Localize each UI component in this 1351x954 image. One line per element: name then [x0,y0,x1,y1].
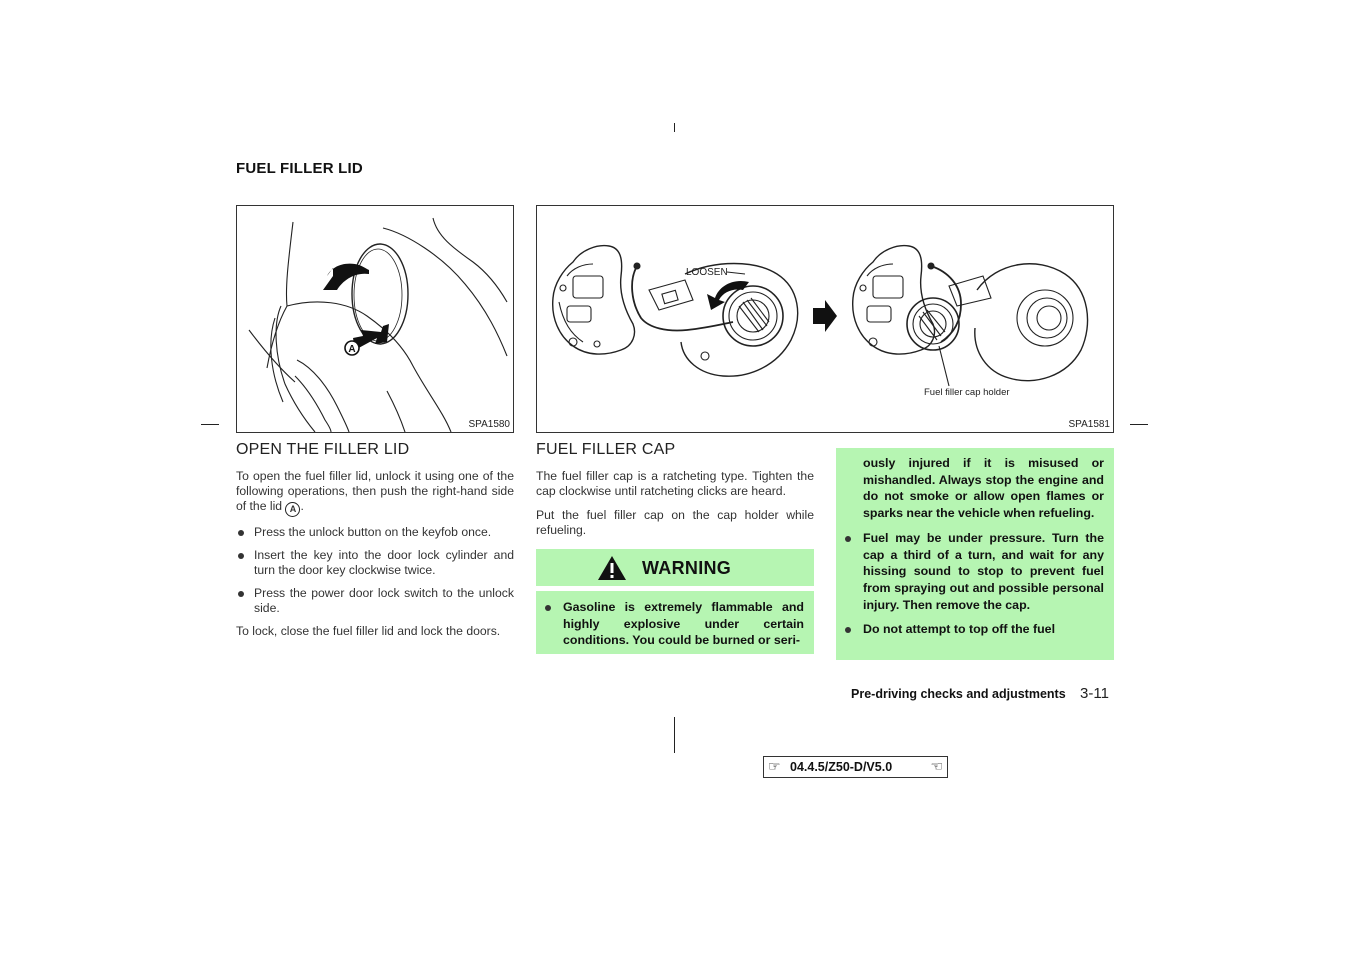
open-lid-heading: OPEN THE FILLER LID [236,441,410,458]
warning-bullet: Gasoline is extremely flammable and high… [536,599,804,649]
unlock-methods-list: Press the unlock button on the keyfob on… [236,525,514,616]
warning-title: WARNING [642,558,732,578]
callout-a-circle [344,340,360,356]
open-lid-intro-text: To open the fuel filler lid, unlock it u… [236,469,514,513]
page-number: 3-11 [1080,685,1109,702]
figure-open-lid: A SPA1580 [236,205,514,433]
loosen-arrow [707,280,749,310]
callout-a-label: A [348,344,355,355]
warning-header: WARNING [536,549,814,586]
next-step-arrow [813,300,837,332]
figure-code: SPA1581 [1068,419,1110,430]
lock-instruction: To lock, close the fuel filler lid and l… [236,624,501,638]
crop-mark-right [1130,424,1148,425]
open-direction-arrow [327,263,369,290]
warning-triangle-icon [598,556,626,580]
crop-mark-top [674,123,675,132]
warning-body: Gasoline is extremely flammable and high… [536,591,814,654]
warning-continued: ously injured if it is misused or mishan… [836,448,1114,660]
filler-cap-paragraph: The fuel filler cap is a ratcheting type… [536,469,814,498]
open-lid-intro: To open the fuel filler lid, unlock it u… [236,469,514,517]
list-item: Press the unlock button on the keyfob on… [236,525,514,540]
filler-cap-illustration: LOOSEN Fuel filler cap holder [552,244,1089,398]
list-item: Press the power door lock switch to the … [236,586,514,616]
holder-label: Fuel filler cap holder [924,387,1010,398]
hand-pointer-right-icon: ☞ [768,758,781,774]
footer-chapter-label: Pre-driving checks and adjustments [851,687,1066,701]
figure-filler-cap: LOOSEN Fuel filler cap holder SPA1581 [536,205,1114,433]
warning-continuation: ously injured if it is misused or mishan… [863,456,1104,521]
loosen-label: LOOSEN [686,267,728,278]
filler-cap-heading: FUEL FILLER CAP [536,441,676,458]
open-lid-section: OPEN THE FILLER LID To open the fuel fil… [236,441,514,639]
lid-callout-letter: A [289,504,297,514]
section-title: FUEL FILLER LID [236,160,363,177]
filler-cap-section: FUEL FILLER CAP The fuel filler cap is a… [536,441,814,538]
crop-mark-bottom [674,717,675,753]
hand-pointer-left-icon: ☜ [930,758,943,774]
figure-code: SPA1580 [468,419,510,430]
lid-callout-symbol: A [285,502,301,517]
warning-bullet: Do not attempt to top off the fuel [836,621,1104,638]
version-box: ☞ 04.4.5/Z50-D/V5.0 ☜ [763,756,948,778]
push-direction-arrow [353,324,389,350]
version-code: 04.4.5/Z50-D/V5.0 [790,760,893,774]
crop-mark-left [201,424,219,425]
list-item: Insert the key into the door lock cylind… [236,548,514,578]
filler-cap-paragraph: Put the fuel filler cap on the cap holde… [536,508,814,537]
warning-bullet: Fuel may be under pressure. Turn the cap… [836,530,1104,614]
filler-lid-illustration: A [248,217,508,432]
open-lid-intro-end: . [300,499,304,513]
